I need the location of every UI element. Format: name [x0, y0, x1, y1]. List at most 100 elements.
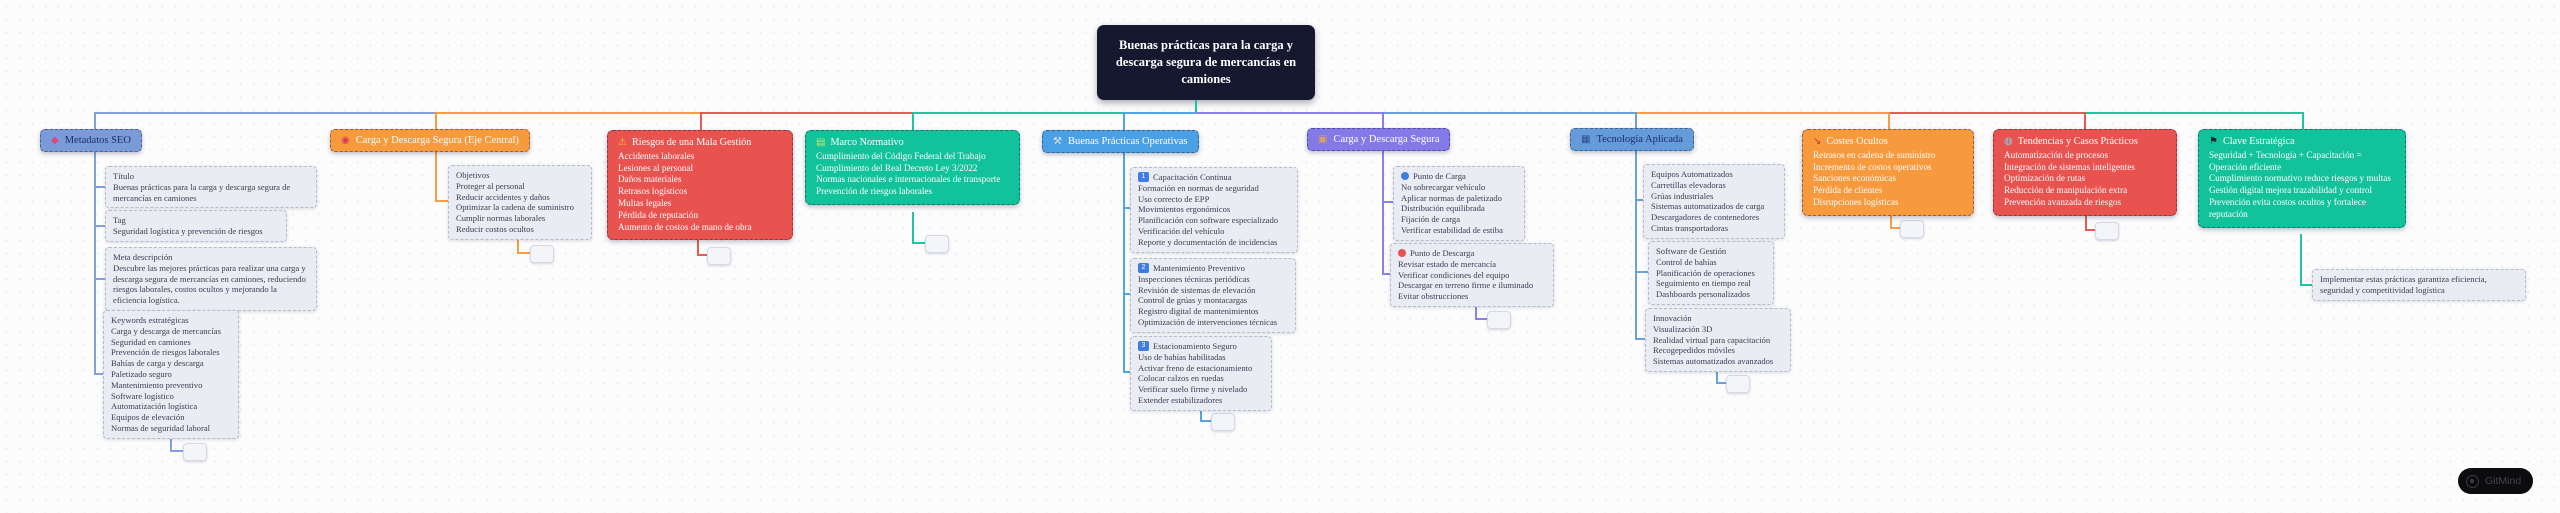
tail-connector-line — [1890, 211, 1892, 227]
node-text-line: Paletizado seguro — [111, 368, 172, 379]
subtopic-title-row: Punto de Carga — [1401, 171, 1517, 182]
package-icon: ▣ — [1318, 133, 1328, 145]
node-text-line: Automatización de procesos — [2004, 149, 2109, 160]
branch-spine-line — [1123, 152, 1125, 371]
node-text-line: Control de bahías — [1656, 256, 1717, 267]
node-text-line: Dashboards personalizados — [1656, 289, 1750, 300]
node-text-line: Reducir accidentes y daños — [456, 191, 550, 202]
tail-connector-line — [1200, 420, 1211, 422]
node-text-line: Fijación de carga — [1401, 214, 1461, 225]
tail-connector-line — [912, 212, 914, 242]
node-text-line: Proteger al personal — [456, 180, 525, 191]
watermark-badge[interactable]: GitMind — [2458, 468, 2534, 494]
branch-label: Marco Normativo — [830, 137, 904, 148]
empty-node[interactable] — [1900, 220, 1924, 238]
node-text-line: Recogepedidos móviles — [1653, 345, 1735, 356]
node-text-line: Prevención de riesgos laborales — [111, 347, 220, 358]
empty-node[interactable] — [1487, 311, 1511, 329]
node-text-line: Optimización de rutas — [2004, 173, 2086, 184]
tail-connector-line — [2085, 229, 2095, 231]
node-text-line: Revisar estado de mercancía — [1398, 258, 1497, 269]
branch-drop-line — [1888, 112, 1890, 129]
number-badge-icon: 3 — [1138, 341, 1149, 352]
node-text-line: Cintas transportadoras — [1651, 222, 1729, 233]
tail-connector-line — [170, 450, 183, 452]
branch-stub-line — [94, 278, 105, 280]
central-stem-line — [1195, 100, 1197, 112]
node-text-line: Automatización logística — [111, 401, 198, 412]
subtopic-node[interactable]: Implementar estas prácticas garantiza ef… — [2312, 269, 2526, 301]
node-text-line: No sobrecargar vehículo — [1401, 181, 1486, 192]
central-topic[interactable]: Buenas prácticas para la carga y descarg… — [1097, 25, 1315, 100]
subtopic-title: Capacitación Continua — [1153, 172, 1232, 182]
branch-spine-line — [435, 151, 437, 200]
empty-node[interactable] — [925, 235, 949, 253]
node-text-line: Software logístico — [111, 390, 174, 401]
bus-line-segment — [1888, 112, 2084, 114]
tail-connector-line — [1475, 303, 1477, 318]
node-text-line: Equipos Automatizados — [1651, 169, 1733, 179]
dot-marker-icon — [1401, 172, 1409, 181]
branch-header-carga-y-descarga-segura-eje-central[interactable]: ◉Carga y Descarga Segura (Eje Central) — [330, 129, 530, 152]
bus-line-segment — [912, 112, 1123, 114]
branch-stub-line — [1382, 201, 1393, 203]
tail-connector-line — [170, 437, 172, 450]
node-text-line: Sanciones económicas — [1813, 173, 1896, 184]
branch-spine-line — [94, 151, 96, 373]
empty-node[interactable] — [707, 247, 731, 265]
subtopic-title: Punto de Carga — [1413, 171, 1466, 181]
empty-node[interactable] — [1211, 413, 1235, 431]
pin-icon: ◆ — [51, 134, 59, 146]
node-text-line: Uso de bahías habilitadas — [1138, 351, 1226, 362]
branch-stub-line — [435, 200, 448, 202]
node-text-line: Prevención de riesgos laborales — [816, 186, 933, 197]
branch-header-carga-y-descarga-segura[interactable]: ▣Carga y Descarga Segura — [1307, 128, 1451, 151]
node-text-line: Planificación de operaciones — [1656, 267, 1755, 278]
node-text-line: Activar freno de estacionamiento — [1138, 362, 1253, 373]
node-text-line: Cumplimiento del Código Federal del Trab… — [816, 150, 986, 161]
node-text-line: Seguimiento en tiempo real — [1656, 278, 1751, 289]
branch-header-metadatos-seo[interactable]: ◆Metadatos SEO — [40, 129, 142, 152]
bus-line-segment — [700, 112, 912, 114]
tools-icon: ⚒ — [1053, 135, 1062, 147]
empty-node[interactable] — [530, 245, 554, 263]
empty-node[interactable] — [1726, 375, 1750, 393]
branch-header-tecnolog-a-aplicada[interactable]: ▦Tecnología Aplicada — [1570, 128, 1694, 151]
branch-label: Clave Estratégica — [2222, 136, 2295, 147]
branch-drop-line — [1123, 112, 1125, 130]
node-text-line: Descubre las mejores prácticas para real… — [113, 262, 306, 306]
node-text-line: Prevención evita costos ocultos y fortal… — [2209, 196, 2366, 219]
node-text-line: Mantenimiento preventivo — [111, 379, 203, 390]
node-text-line: Incremento de costos operativos — [1813, 161, 1932, 172]
node-text-line: Sistemas automatizados de carga — [1651, 201, 1765, 212]
subtopic-title: Estacionamiento Seguro — [1153, 341, 1237, 351]
branch-drop-line — [1635, 112, 1637, 128]
branch-header-buenas-pr-cticas-operativas[interactable]: ⚒Buenas Prácticas Operativas — [1042, 130, 1199, 153]
branch-drop-line — [912, 112, 914, 130]
empty-node[interactable] — [183, 443, 207, 461]
empty-node[interactable] — [2095, 222, 2119, 240]
node-text-line: Lesiones al personal — [618, 162, 694, 173]
branch-stub-line — [1123, 293, 1130, 295]
node-text-line: Control de grúas y montacargas — [1138, 295, 1248, 306]
